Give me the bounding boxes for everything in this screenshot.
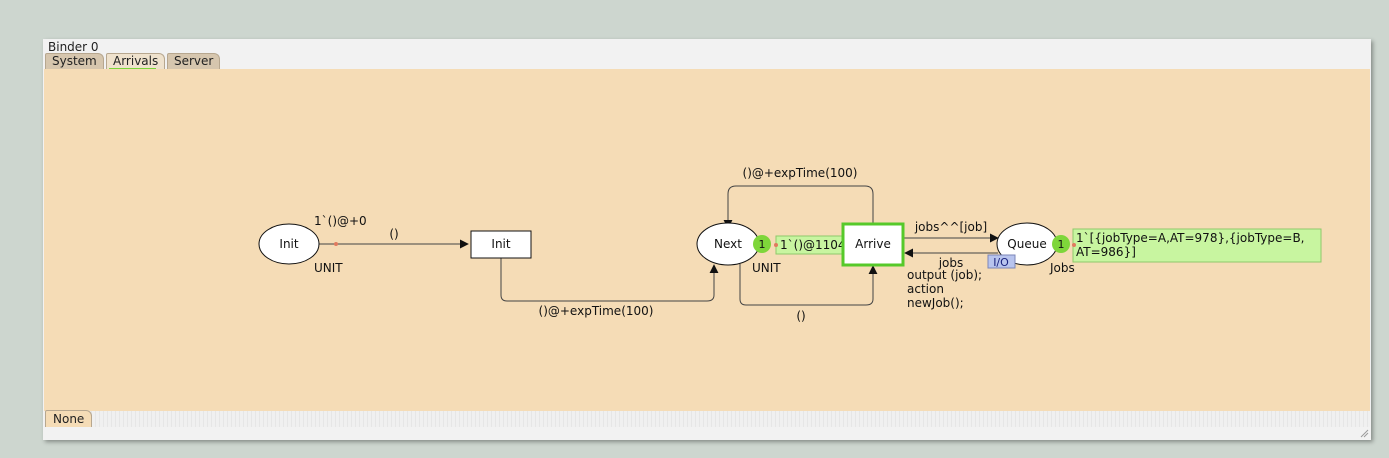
transition-arrive-code-3: newJob();: [907, 296, 964, 310]
tab-arrivals-label: Arrivals: [113, 54, 159, 68]
transition-init-name: Init: [491, 237, 510, 251]
transition-arrive-code-1: output (job);: [907, 268, 982, 282]
place-next-marking: 1`()@1104: [780, 238, 846, 252]
place-next-token[interactable]: 1: [753, 235, 771, 253]
transition-init[interactable]: Init: [470, 230, 532, 259]
petri-net-diagram: () ()@+expTime(100) ()@+expTime(100) () …: [258, 166, 1322, 323]
place-init-type: UNIT: [314, 261, 343, 275]
place-queue-name: Queue: [1007, 237, 1046, 251]
tab-arrivals[interactable]: Arrivals: [106, 53, 166, 70]
transition-arrive-name: Arrive: [855, 237, 891, 251]
arc-arrive-queue-label: jobs^^[job]: [914, 220, 987, 234]
bottom-tab-strip: [44, 411, 1370, 427]
arc-queue-arrive-label: jobs: [938, 256, 964, 270]
transition-arrive-code-2: action: [907, 282, 944, 296]
tab-server[interactable]: Server: [167, 53, 221, 69]
arc-next-to-arrive-bottom[interactable]: [739, 264, 878, 306]
place-queue-marking-box: [1072, 228, 1322, 263]
place-next-token-count: 1: [759, 238, 766, 251]
marking-handle[interactable]: [774, 243, 778, 247]
arc-next-arrive-label: (): [796, 309, 805, 323]
net-canvas[interactable]: () ()@+expTime(100) ()@+expTime(100) () …: [44, 69, 1370, 411]
binder-title: Binder 0: [48, 40, 99, 54]
place-queue-marking-line2: AT=986}]: [1076, 245, 1136, 259]
tab-none[interactable]: None: [45, 410, 93, 427]
place-init[interactable]: Init: [258, 223, 320, 265]
transition-arrive[interactable]: Arrive: [841, 222, 905, 267]
binder-window: Binder 0 System Arrivals Server () ()@+e…: [43, 39, 1371, 440]
arc-init-to-next[interactable]: [500, 258, 719, 302]
arc-init-next-label: ()@+expTime(100): [539, 304, 654, 318]
tab-system[interactable]: System: [45, 53, 104, 69]
place-queue-token-count: 1: [1058, 238, 1065, 251]
place-next[interactable]: Next: [696, 222, 760, 266]
place-queue-marking-line1: 1`[{jobType=A,AT=978},{jobType=B,: [1076, 231, 1305, 245]
marking-handle[interactable]: [1072, 243, 1076, 247]
port-tag-label: I/O: [993, 256, 1009, 269]
arc-arrive-to-next-top[interactable]: [723, 185, 874, 229]
arc-init-init-label: (): [389, 227, 398, 241]
port-tag: [987, 254, 1016, 269]
place-queue-token[interactable]: 1: [1052, 235, 1070, 253]
resize-grip-icon[interactable]: [1360, 429, 1369, 438]
place-queue-type: Jobs: [1049, 261, 1075, 275]
place-init-name: Init: [279, 237, 298, 251]
place-init-initial-marking: 1`()@+0: [314, 214, 367, 228]
place-next-name: Next: [714, 237, 742, 251]
place-next-type: UNIT: [752, 261, 781, 275]
arc-midpoint-handle[interactable]: [334, 242, 338, 246]
arc-arrive-next-label: ()@+expTime(100): [743, 166, 858, 180]
